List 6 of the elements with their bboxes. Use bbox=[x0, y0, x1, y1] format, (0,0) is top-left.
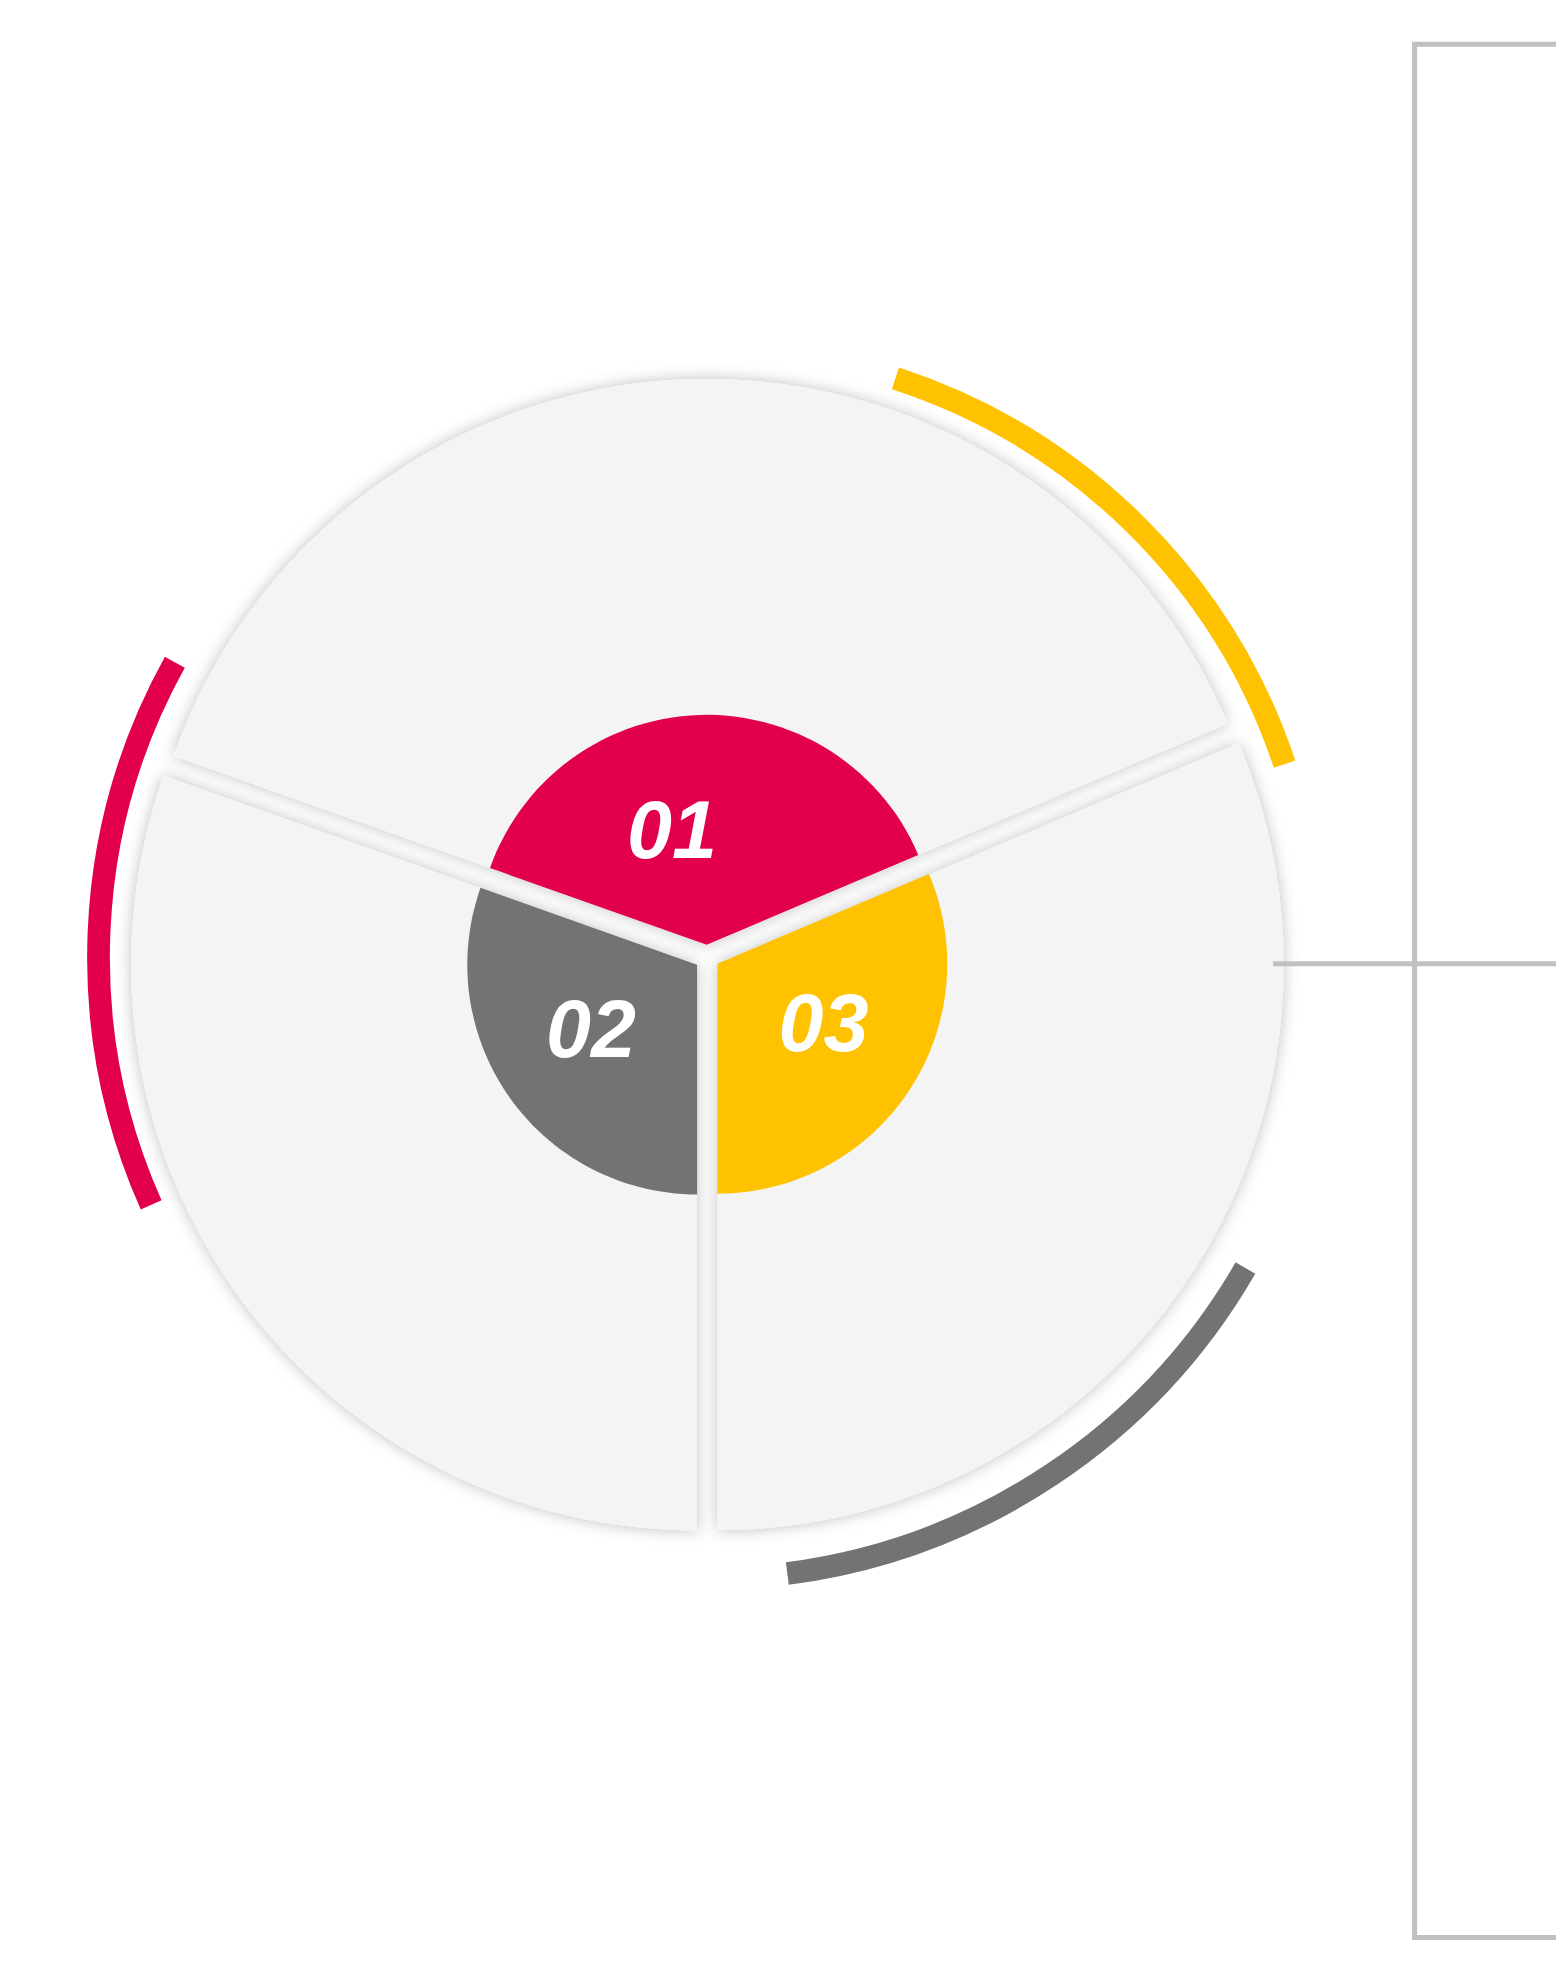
pie-segment bbox=[490, 714, 919, 945]
step-number: 03 bbox=[778, 982, 869, 1064]
step-number: 01 bbox=[626, 789, 717, 871]
pie-segment bbox=[717, 874, 948, 1195]
step-number: 02 bbox=[546, 988, 636, 1070]
pie-segment bbox=[467, 887, 697, 1195]
